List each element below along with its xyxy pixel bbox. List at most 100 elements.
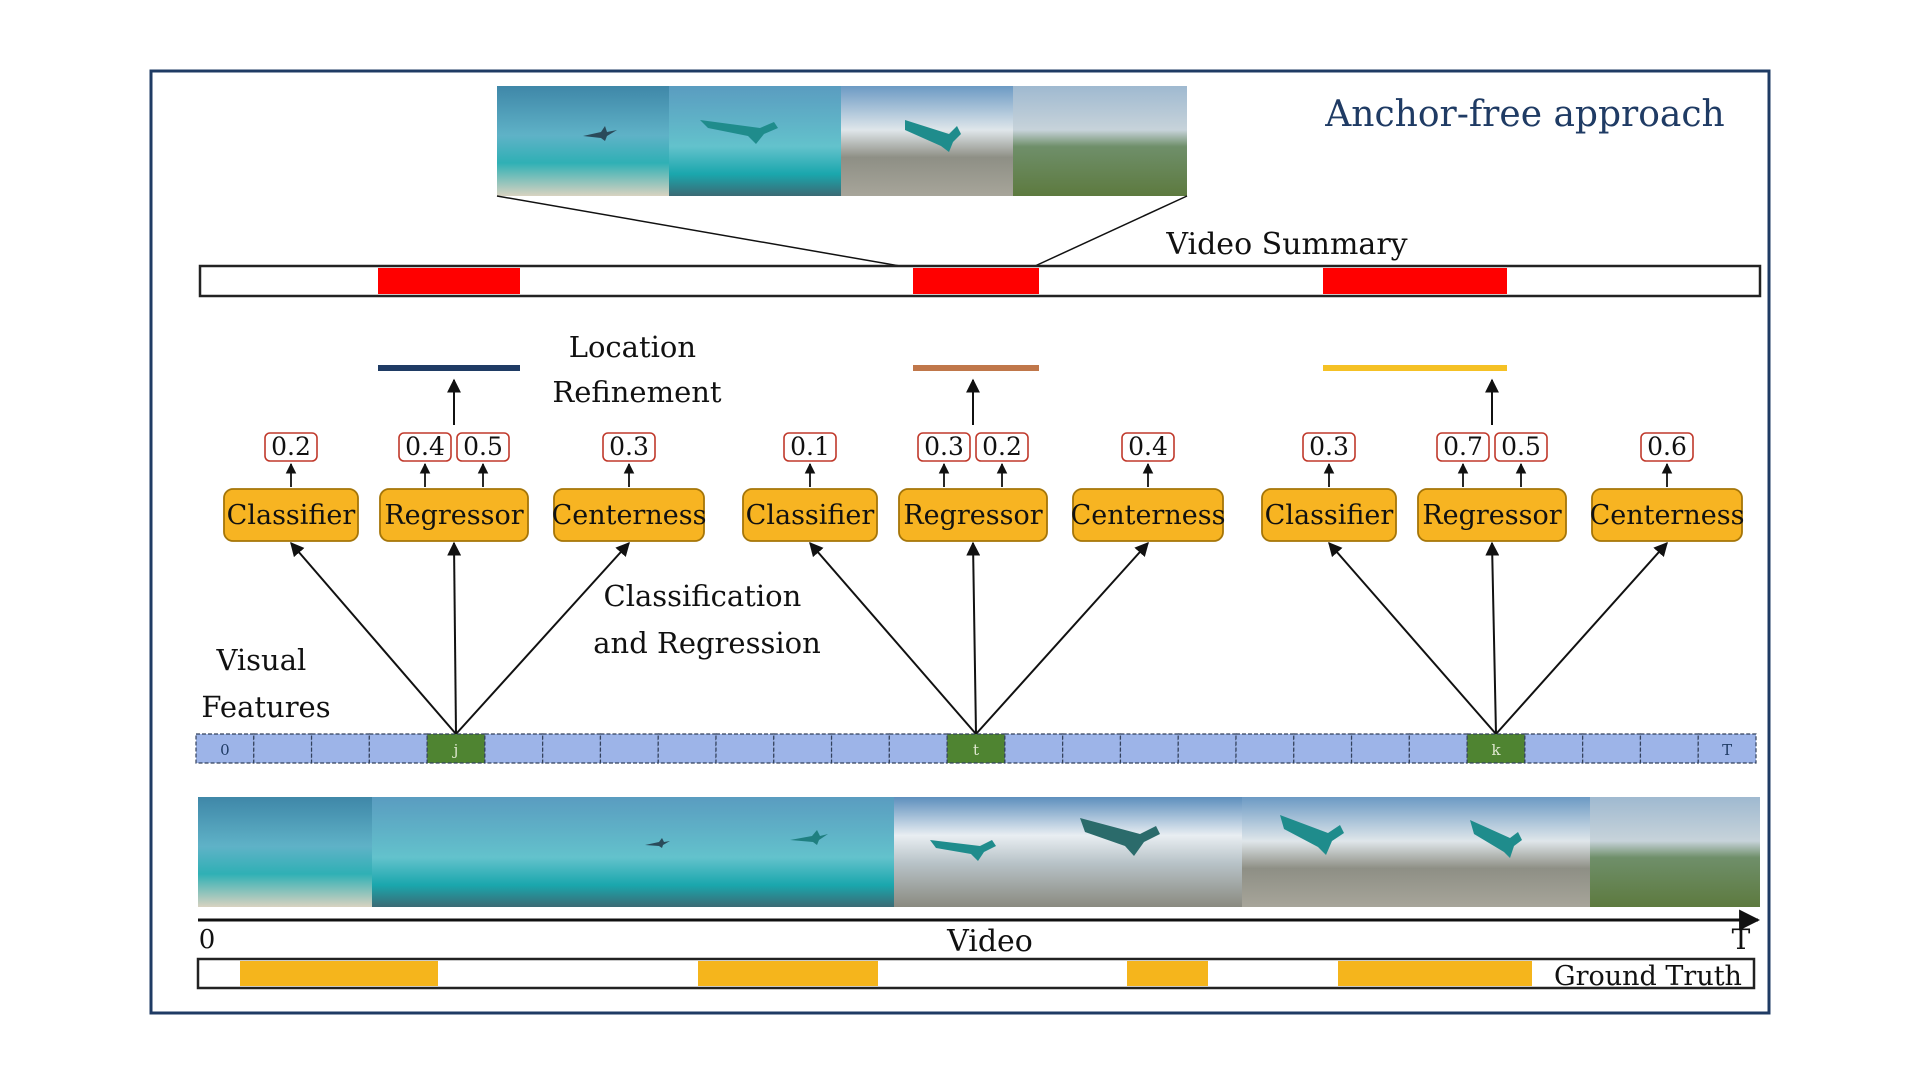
summary-segment: [913, 268, 1039, 294]
feature-cell: [484, 733, 544, 764]
video-frame: [198, 797, 372, 907]
feature-cell: [1524, 733, 1584, 764]
score-box: [264, 432, 318, 462]
score-value: 0.7: [1443, 432, 1483, 461]
visual-features-line: Visual: [215, 643, 306, 677]
video-summary-label: Video Summary: [1165, 227, 1407, 262]
ground-truth-segments: [240, 961, 1532, 986]
axis-end-label: T: [1732, 923, 1751, 956]
feature-cell: [1177, 733, 1237, 764]
location-refinement-line: Refinement: [552, 375, 722, 409]
feature-cell: [599, 733, 659, 764]
score-box: [1640, 432, 1694, 462]
video-label: Video: [946, 924, 1033, 959]
feature-cell-label: k: [1491, 741, 1501, 759]
feature-cell: [657, 733, 717, 764]
feature-cell-label: 0: [220, 741, 230, 759]
centerness-label: Centerness: [1590, 500, 1745, 531]
airplane-icon: [1470, 820, 1522, 858]
feature-cell: [1235, 733, 1295, 764]
score-value: 0.1: [790, 432, 830, 461]
feature-cell: [1350, 733, 1410, 764]
thumbnail-frame: [1013, 86, 1187, 196]
ground-truth-label: Ground Truth: [1554, 961, 1742, 992]
centerness-head: [1591, 488, 1743, 542]
airplane-icon: [1080, 818, 1160, 856]
score-value: 0.3: [609, 432, 649, 461]
feature-cell: [1119, 733, 1179, 764]
visual-features-line: Features: [201, 690, 330, 724]
video-frame: [546, 797, 720, 907]
location-refinement-label: Location Refinement: [552, 330, 722, 409]
feature-cell: [715, 733, 775, 764]
score-box: [917, 432, 971, 462]
feature-cell: [542, 733, 602, 764]
score-box: [1302, 432, 1356, 462]
airplane-icon: [905, 120, 961, 152]
regressor-head: [898, 488, 1048, 542]
video-frame: [720, 797, 894, 907]
feature-cell: [830, 733, 890, 764]
location-refinement-line: Location: [569, 330, 696, 364]
feature-cell: [1004, 733, 1064, 764]
feature-cell: [368, 733, 428, 764]
score-box: [975, 432, 1029, 462]
thumbnail-frame: [497, 86, 669, 196]
score-box: [398, 432, 452, 462]
summary-segment: [1323, 268, 1507, 294]
feature-cell: [253, 733, 313, 764]
video-frame: [372, 797, 546, 907]
feature-to-head-arrow: [809, 541, 977, 735]
video-frame: [1590, 797, 1760, 907]
feature-cell: [1639, 733, 1699, 764]
airplane-icon: [583, 126, 617, 141]
airplane-icon: [645, 838, 670, 848]
classifier-head: [223, 488, 359, 542]
airplane-icon: [700, 120, 778, 144]
classifier-label: Classifier: [746, 500, 875, 531]
feature-cell: [1582, 733, 1642, 764]
thumbnail-frame: [841, 86, 1013, 196]
feature-cell: [1293, 733, 1353, 764]
feature-to-head-arrow: [447, 541, 462, 735]
feature-cell-label: T: [1722, 741, 1732, 759]
feature-cell-selected: [1466, 733, 1526, 764]
centerness-label: Centerness: [1071, 500, 1226, 531]
video-frame: [1242, 797, 1416, 907]
score-value: 0.2: [982, 432, 1022, 461]
feature-cell-label: j: [452, 741, 459, 759]
score-value: 0.4: [405, 432, 445, 461]
video-frame-strip: [198, 797, 1760, 907]
score-value: 0.3: [1309, 432, 1349, 461]
feature-to-head-arrow: [1495, 541, 1668, 735]
feature-to-head-arrow: [290, 541, 457, 735]
visual-features-label: Visual Features: [201, 643, 330, 724]
classification-regression-line: and Regression: [593, 626, 821, 660]
feature-to-head-arrow: [1485, 541, 1500, 735]
classifier-label: Classifier: [227, 500, 356, 531]
regressor-label: Regressor: [384, 500, 523, 531]
score-box: [783, 432, 837, 462]
score-box: [1121, 432, 1175, 462]
airplane-icon: [1280, 815, 1344, 855]
regressor-head: [1417, 488, 1567, 542]
score-box: [456, 432, 510, 462]
ground-truth-segment: [698, 961, 878, 986]
classification-regression-line: Classification: [604, 579, 802, 613]
score-value: 0.3: [924, 432, 964, 461]
ground-truth-segment: [1338, 961, 1532, 986]
classification-regression-label: Classification and Regression: [593, 579, 821, 660]
ground-truth-segment: [1127, 961, 1208, 986]
zoom-line-left: [496, 195, 901, 267]
feature-cell: [1062, 733, 1122, 764]
feature-cell: [310, 733, 370, 764]
score-value: 0.6: [1647, 432, 1687, 461]
video-frame: [1068, 797, 1242, 907]
summary-segment: [378, 268, 520, 294]
summary-thumbnail-strip: [497, 86, 1187, 196]
